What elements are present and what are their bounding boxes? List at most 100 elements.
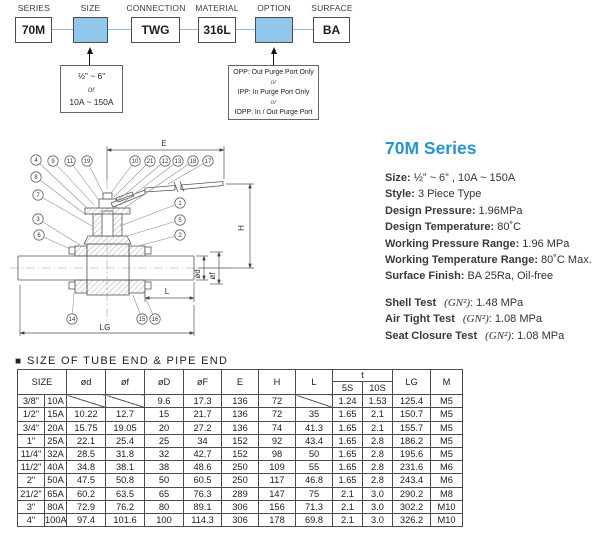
dim-label-od: ød [193, 269, 202, 278]
callout-number: 12 [162, 159, 169, 165]
table-cell: 21.7 [183, 407, 223, 422]
callout-number: 14 [69, 317, 76, 323]
callout-number: 7 [36, 193, 40, 199]
table-cell: 75 [295, 486, 334, 501]
dim-label-E: E [161, 139, 166, 148]
col-header-5S: 5S [332, 380, 364, 396]
table-cell: 9.6 [144, 394, 185, 409]
test-specs: Shell Test(GN²): 1.48 MPa Air Tight Test… [385, 295, 599, 344]
table-cell: 11/2" [17, 460, 45, 475]
table-cell: 25A [43, 433, 68, 449]
spec-value: 80˚C [497, 221, 522, 234]
dim-label-LG: LG [100, 323, 111, 332]
callout-number: 13 [175, 159, 182, 165]
table-cell: 50A [43, 473, 68, 488]
table-cell: 1.65 [332, 447, 364, 462]
table-cell: 125.4 [392, 394, 432, 409]
option-note-box: OPP: Out Purge Port Only or IPP: In Purg… [228, 65, 319, 120]
table-cell: 76.2 [105, 499, 146, 515]
table-cell: 40A [43, 460, 68, 475]
spec-label: Design Pressure: [385, 204, 476, 217]
table-cell: 136 [221, 394, 260, 409]
callout-balloon-9 [47, 155, 59, 167]
spec-value: BA 25Ra, Oil-free [467, 270, 554, 283]
table-title-text: SIZE OF TUBE END & PIPE END [27, 355, 229, 367]
col-header-of: øf [105, 368, 146, 396]
spec-line-working-temperature: Working Temperature Range:80˚C Max. [385, 252, 599, 268]
table-cell: 38.1 [105, 460, 146, 475]
callout-number: 6 [37, 233, 41, 239]
spec-line-design-pressure: Design Pressure:1.96MPa [385, 203, 599, 219]
callout-balloon-6 [33, 229, 45, 241]
spec-line-style: Style:3 Piece Type [385, 186, 599, 202]
table-cell: 250 [221, 460, 260, 475]
callout-number: 19 [84, 159, 91, 165]
flow-box-option [255, 17, 293, 43]
col-header-od: ød [66, 368, 107, 396]
callout-balloon-13 [172, 155, 184, 167]
callout-leader [119, 202, 181, 227]
option-note-line: IOPP: In / Out Purge Port [234, 108, 313, 116]
callout-balloon-4 [30, 154, 42, 166]
table-cell: 92 [258, 433, 297, 449]
table-cell: 41.3 [295, 420, 334, 435]
flow-box-size [73, 17, 108, 43]
callout-number: 8 [34, 175, 38, 181]
callout-leader [113, 160, 151, 198]
table-cell: 72 [258, 407, 297, 422]
table-cell: 43.4 [295, 433, 334, 449]
flow-box-series: 70M [15, 17, 52, 43]
callout-balloon-16 [149, 313, 161, 325]
table-cell: 1.65 [332, 460, 364, 475]
table-cell: 136 [221, 420, 260, 435]
flow-step-label-connection: CONNECTION [126, 3, 186, 13]
callout-number: 9 [51, 159, 55, 165]
size-note-box: ½” ~ 6” or 10A ~ 150A [60, 65, 123, 113]
callout-balloon-1 [174, 197, 186, 209]
table-cell: 100A [43, 513, 68, 528]
callout-leader [116, 160, 166, 202]
table-cell: 178 [258, 513, 297, 528]
callout-leader [126, 219, 181, 237]
table-cell: 19.05 [105, 420, 146, 435]
table-cell: 155.7 [392, 420, 432, 435]
table-cell: 15 [144, 407, 185, 422]
table-cell: 10A [43, 394, 68, 409]
table-cell: 10.22 [66, 407, 107, 422]
callout-balloon-5 [174, 214, 186, 226]
table-cell: 27.2 [183, 420, 223, 435]
table-cell: 2.1 [332, 486, 364, 501]
callout-balloon-10 [129, 155, 141, 167]
spec-label: Air Tight Test [385, 313, 455, 326]
spec-label: Surface Finish: [385, 270, 465, 283]
table-cell: 195.6 [392, 447, 432, 462]
table-cell: 150.7 [392, 407, 432, 422]
table-cell: M8 [430, 486, 464, 501]
col-header-H: H [258, 368, 297, 396]
callout-leader [37, 218, 81, 246]
callout-balloon-3 [32, 213, 44, 225]
size-note-or: or [87, 84, 96, 94]
callout-number: 21 [147, 159, 154, 165]
table-cell: 1.53 [362, 394, 394, 409]
spec-line-design-temperature: Design Temperature:80˚C [385, 219, 599, 235]
table-cell: 1/2" [17, 407, 45, 422]
table-cell: 2.1 [362, 420, 394, 435]
callout-leader [38, 234, 71, 250]
table-cell: 65 [144, 486, 185, 501]
table-cell: 1.65 [332, 433, 364, 449]
table-cell: 72.9 [66, 499, 107, 515]
table-cell: 2.8 [362, 433, 394, 449]
dim-label-H: H [237, 225, 246, 231]
table-cell: 290.2 [392, 486, 432, 501]
table-cell: 35 [295, 407, 334, 422]
callout-balloon-11 [64, 155, 76, 167]
option-note-or: or [270, 78, 277, 86]
spec-line-air-tight-test: Air Tight Test(GN²): 1.08 MPa [385, 311, 599, 327]
table-cell: 117 [258, 473, 297, 488]
